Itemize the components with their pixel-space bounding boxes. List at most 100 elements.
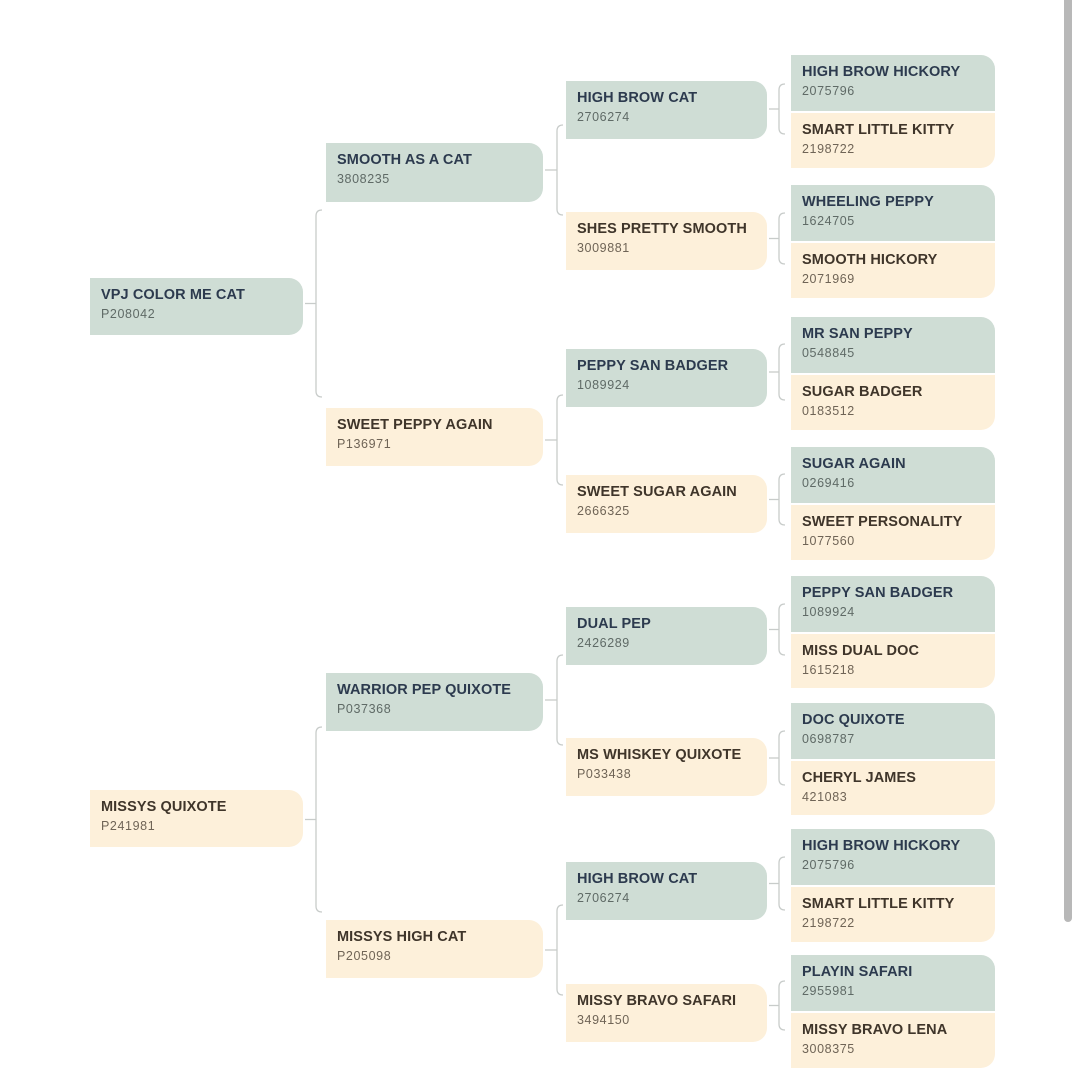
scrollbar[interactable] (1064, 0, 1072, 922)
great-grandparent-name: HIGH BROW CAT (577, 871, 698, 887)
gen3-reg: 2198722 (802, 916, 855, 930)
dam-reg: P241981 (101, 819, 156, 833)
great-grandparent-name: MS WHISKEY QUIXOTE (577, 747, 742, 763)
gen3-card[interactable]: HIGH BROW HICKORY 2075796 (791, 55, 995, 111)
grandsire-card[interactable]: SMOOTH AS A CAT 3808235 (326, 143, 543, 202)
granddam-reg: P136971 (337, 437, 392, 451)
dam-card[interactable]: MISSYS QUIXOTE P241981 (90, 790, 303, 847)
great-grandparent-card[interactable]: HIGH BROW CAT 2706274 (566, 81, 767, 139)
gen3-name: WHEELING PEPPY (802, 194, 934, 210)
dam-name: MISSYS QUIXOTE (101, 799, 227, 815)
gen3-name: SUGAR BADGER (802, 384, 923, 400)
gen3-reg: 0269416 (802, 476, 855, 490)
gen3-name: PLAYIN SAFARI (802, 964, 913, 980)
great-grandparent-card[interactable]: MS WHISKEY QUIXOTE P033438 (566, 738, 767, 796)
gen3-card[interactable]: MISS DUAL DOC 1615218 (791, 634, 995, 688)
grandsire-reg: 3808235 (337, 172, 390, 186)
gen3-card[interactable]: WHEELING PEPPY 1624705 (791, 185, 995, 241)
gen3-reg: 2071969 (802, 272, 855, 286)
sire-card[interactable]: VPJ COLOR ME CAT P208042 (90, 278, 303, 335)
great-grandparent-reg: 2706274 (577, 110, 630, 124)
gen3-reg: 1077560 (802, 534, 855, 548)
gen3-card[interactable]: SUGAR BADGER 0183512 (791, 375, 995, 430)
connector-bracket (556, 654, 564, 746)
gen3-card[interactable]: SMOOTH HICKORY 2071969 (791, 243, 995, 298)
great-grandparent-reg: P033438 (577, 767, 632, 781)
gen3-card[interactable]: MR SAN PEPPY 0548845 (791, 317, 995, 373)
connector-bracket (778, 83, 786, 135)
gen3-reg: 1615218 (802, 663, 855, 677)
gen3-card[interactable]: MISSY BRAVO LENA 3008375 (791, 1013, 995, 1068)
connector-bracket (778, 730, 786, 786)
gen3-card[interactable]: SWEET PERSONALITY 1077560 (791, 505, 995, 560)
great-grandparent-card[interactable]: SWEET SUGAR AGAIN 2666325 (566, 475, 767, 533)
gen3-card[interactable]: CHERYL JAMES 421083 (791, 761, 995, 815)
gen3-name: MR SAN PEPPY (802, 326, 913, 342)
great-grandparent-card[interactable]: SHES PRETTY SMOOTH 3009881 (566, 212, 767, 270)
great-grandparent-card[interactable]: PEPPY SAN BADGER 1089924 (566, 349, 767, 407)
great-grandparent-name: PEPPY SAN BADGER (577, 358, 729, 374)
gen3-name: SMOOTH HICKORY (802, 252, 938, 268)
gen3-reg: 0698787 (802, 732, 855, 746)
gen3-card[interactable]: SUGAR AGAIN 0269416 (791, 447, 995, 503)
granddam-reg: P205098 (337, 949, 392, 963)
gen3-card[interactable]: PLAYIN SAFARI 2955981 (791, 955, 995, 1011)
gen3-card[interactable]: PEPPY SAN BADGER 1089924 (791, 576, 995, 632)
gen3-reg: 2955981 (802, 984, 855, 998)
gen3-name: MISSY BRAVO LENA (802, 1022, 948, 1038)
connector-bracket (778, 856, 786, 911)
great-grandparent-card[interactable]: HIGH BROW CAT 2706274 (566, 862, 767, 920)
gen3-card[interactable]: SMART LITTLE KITTY 2198722 (791, 887, 995, 942)
gen3-reg: 2075796 (802, 858, 855, 872)
gen3-reg: 2198722 (802, 142, 855, 156)
gen3-name: SWEET PERSONALITY (802, 514, 963, 530)
grandsire-card[interactable]: WARRIOR PEP QUIXOTE P037368 (326, 673, 543, 731)
connector-bracket (556, 394, 564, 486)
connector-bracket (556, 904, 564, 996)
connector-bracket (778, 603, 786, 656)
gen3-card[interactable]: DOC QUIXOTE 0698787 (791, 703, 995, 759)
great-grandparent-name: HIGH BROW CAT (577, 90, 698, 106)
granddam-name: SWEET PEPPY AGAIN (337, 417, 493, 433)
great-grandparent-reg: 3009881 (577, 241, 630, 255)
grandsire-name: SMOOTH AS A CAT (337, 152, 472, 168)
great-grandparent-card[interactable]: DUAL PEP 2426289 (566, 607, 767, 665)
gen3-reg: 0183512 (802, 404, 855, 418)
connector-bracket (315, 209, 323, 398)
gen3-reg: 1089924 (802, 605, 855, 619)
granddam-card[interactable]: MISSYS HIGH CAT P205098 (326, 920, 543, 978)
gen3-name: MISS DUAL DOC (802, 643, 920, 659)
gen3-name: SUGAR AGAIN (802, 456, 906, 472)
connector-bracket (778, 473, 786, 526)
great-grandparent-reg: 1089924 (577, 378, 630, 392)
granddam-name: MISSYS HIGH CAT (337, 929, 467, 945)
great-grandparent-reg: 2426289 (577, 636, 630, 650)
gen3-name: HIGH BROW HICKORY (802, 64, 961, 80)
gen3-reg: 421083 (802, 790, 848, 804)
gen3-reg: 0548845 (802, 346, 855, 360)
gen3-name: PEPPY SAN BADGER (802, 585, 954, 601)
great-grandparent-reg: 2706274 (577, 891, 630, 905)
gen3-reg: 1624705 (802, 214, 855, 228)
great-grandparent-reg: 2666325 (577, 504, 630, 518)
grandsire-name: WARRIOR PEP QUIXOTE (337, 682, 512, 698)
great-grandparent-name: SWEET SUGAR AGAIN (577, 484, 737, 500)
gen3-name: HIGH BROW HICKORY (802, 838, 961, 854)
gen3-name: CHERYL JAMES (802, 770, 916, 786)
sire-name: VPJ COLOR ME CAT (101, 287, 245, 303)
connector-bracket (778, 212, 786, 265)
gen3-name: SMART LITTLE KITTY (802, 122, 955, 138)
gen3-name: SMART LITTLE KITTY (802, 896, 955, 912)
great-grandparent-reg: 3494150 (577, 1013, 630, 1027)
great-grandparent-name: SHES PRETTY SMOOTH (577, 221, 747, 237)
connector-bracket (778, 980, 786, 1031)
granddam-card[interactable]: SWEET PEPPY AGAIN P136971 (326, 408, 543, 466)
gen3-card[interactable]: SMART LITTLE KITTY 2198722 (791, 113, 995, 168)
gen3-card[interactable]: HIGH BROW HICKORY 2075796 (791, 829, 995, 885)
sire-reg: P208042 (101, 307, 156, 321)
gen3-reg: 3008375 (802, 1042, 855, 1056)
great-grandparent-card[interactable]: MISSY BRAVO SAFARI 3494150 (566, 984, 767, 1042)
connector-bracket (778, 343, 786, 401)
